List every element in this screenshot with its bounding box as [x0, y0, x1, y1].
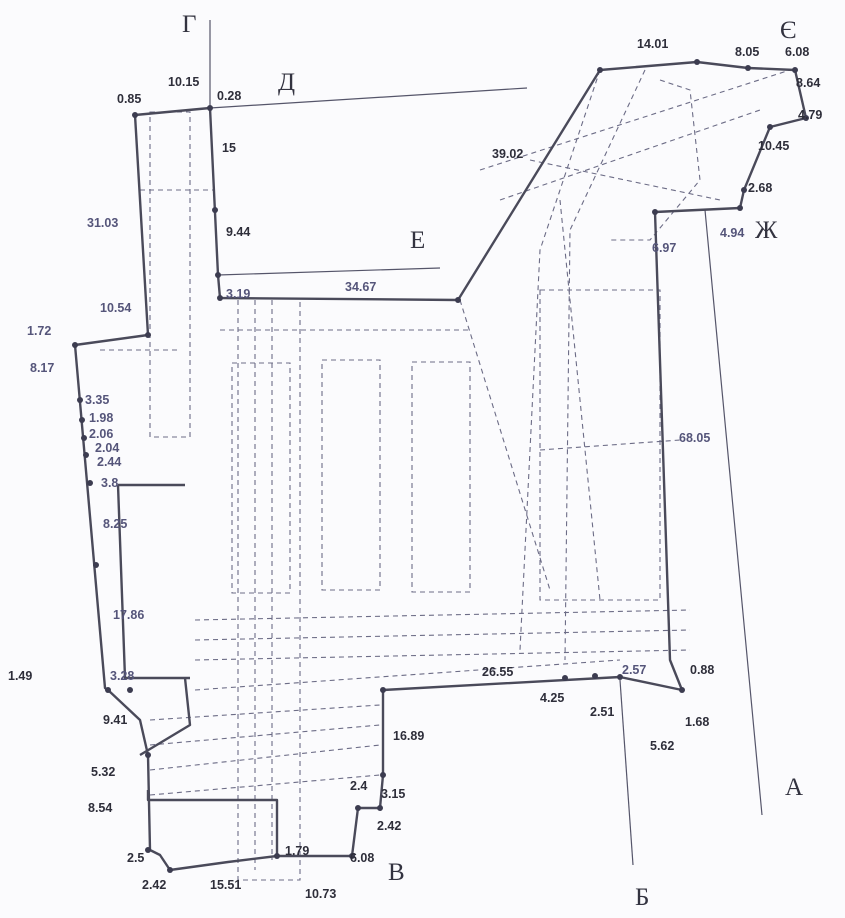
- segment-length: 31.03: [87, 216, 118, 230]
- segment-length: 8.25: [103, 517, 127, 531]
- segment-length: 8.64: [796, 76, 820, 90]
- segment-length: 15: [222, 141, 236, 155]
- segment-length: 8.05: [735, 45, 759, 59]
- segment-length: 17.86: [113, 608, 144, 622]
- segment-length: 5.62: [650, 739, 674, 753]
- segment-length: 10.15: [168, 75, 199, 89]
- segment-length: 2.44: [97, 455, 121, 469]
- segment-length: 34.67: [345, 280, 376, 294]
- segment-length: 4.25: [540, 691, 564, 705]
- segment-length: 10.54: [100, 301, 131, 315]
- segment-length: 5.32: [91, 765, 115, 779]
- segment-length: 1.49: [8, 669, 32, 683]
- segment-length: 16.89: [393, 729, 424, 743]
- segment-length: 1.79: [285, 844, 309, 858]
- segment-length: 3.19: [226, 287, 250, 301]
- vertex-markers: [72, 59, 809, 873]
- parcel-outline: [73, 60, 808, 872]
- segment-length: 2.06: [89, 427, 113, 441]
- segment-length: 3.35: [85, 393, 109, 407]
- segment-length: 2.5: [127, 851, 144, 865]
- point-label-e: Е: [410, 227, 425, 254]
- point-label-g: Г: [182, 11, 196, 38]
- segment-length: 1.98: [89, 411, 113, 425]
- segment-length: 2.42: [377, 819, 401, 833]
- segment-length: 2.42: [142, 878, 166, 892]
- segment-length: 8.54: [88, 801, 112, 815]
- segment-length: 15.51: [210, 878, 241, 892]
- segment-length: 4.79: [798, 108, 822, 122]
- segment-length: 6.97: [652, 241, 676, 255]
- segment-length: 6.08: [785, 45, 809, 59]
- segment-length: 10.73: [305, 887, 336, 901]
- segment-length: 3.15: [381, 787, 405, 801]
- segment-length: 3.28: [110, 669, 134, 683]
- segment-length: 2.51: [590, 705, 614, 719]
- segment-length: 1.68: [685, 715, 709, 729]
- segment-length: 4.94: [720, 226, 744, 240]
- segment-length: 6.08: [350, 851, 374, 865]
- boundary-lines: [209, 20, 763, 866]
- segment-length: 2.57: [622, 663, 646, 677]
- segment-length: 9.44: [226, 225, 250, 239]
- point-label-v: В: [388, 859, 405, 886]
- segment-lengths: 10.15 0.28 0.85 15 31.03 9.44 3.19 34.67…: [8, 37, 822, 901]
- segment-length: 8.17: [30, 361, 54, 375]
- point-label-b: Б: [635, 884, 649, 911]
- segment-length: 68.05: [679, 431, 710, 445]
- segment-length: 0.85: [117, 92, 141, 106]
- segment-length: 2.4: [350, 779, 367, 793]
- point-label-d: Д: [278, 69, 295, 96]
- segment-length: 10.45: [758, 139, 789, 153]
- point-label-a: А: [785, 774, 803, 801]
- segment-length: 0.88: [690, 663, 714, 677]
- segment-length: 2.04: [95, 441, 119, 455]
- point-label-ye: Є: [780, 17, 797, 44]
- segment-length: 14.01: [637, 37, 668, 51]
- segment-length: 2.68: [748, 181, 772, 195]
- segment-length: 9.41: [103, 713, 127, 727]
- segment-length: 0.28: [217, 89, 241, 103]
- point-labels: Г Д Е Є Ж А Б В: [182, 11, 803, 911]
- segment-length: 39.02: [492, 147, 523, 161]
- segment-length: 26.55: [482, 665, 513, 679]
- segment-length: 1.72: [27, 324, 51, 338]
- dashed-structures: [100, 69, 791, 881]
- segment-length: 3.8: [101, 476, 118, 490]
- point-label-zh: Ж: [755, 217, 778, 244]
